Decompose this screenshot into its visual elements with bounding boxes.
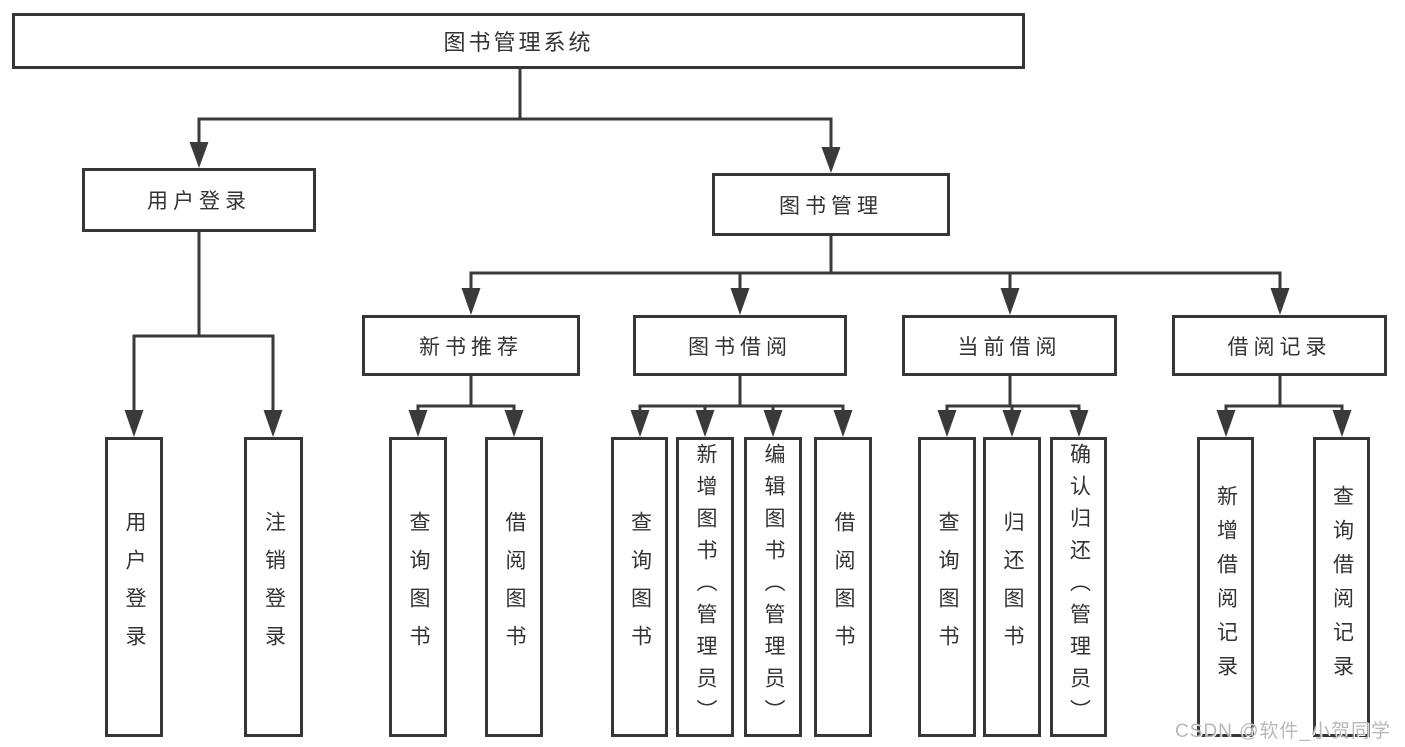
node-user-login: 用户登录 xyxy=(82,168,316,232)
leaf-query-borrow-record: 查询借阅记录 xyxy=(1313,437,1370,737)
node-label: 新书推荐 xyxy=(419,335,523,359)
connector-book-mgmt-to-level3 xyxy=(461,236,1290,315)
node-book-management: 图书管理 xyxy=(712,173,950,236)
node-new-book-recommend: 新书推荐 xyxy=(362,315,580,376)
leaf-add-book-admin: 新增图书（管理员） xyxy=(676,437,734,737)
connector-book-borrow-to-leaves xyxy=(630,376,853,437)
node-current-borrow: 当前借阅 xyxy=(902,315,1117,376)
leaf-borrow-books-recommend: 借阅图书 xyxy=(485,437,543,737)
node-label: 借阅图书 xyxy=(832,511,855,663)
leaf-confirm-return-admin: 确认归还（管理员） xyxy=(1050,437,1107,737)
node-book-borrow: 图书借阅 xyxy=(633,315,847,376)
node-label: 查询图书 xyxy=(407,511,430,663)
node-root: 图书管理系统 xyxy=(12,13,1025,69)
node-label: 新增图书（管理员） xyxy=(694,443,717,731)
node-label: 新增借阅记录 xyxy=(1214,485,1238,689)
node-label: 图书借阅 xyxy=(688,335,792,359)
node-label: 用户登录 xyxy=(123,511,146,663)
leaf-add-borrow-record: 新增借阅记录 xyxy=(1197,437,1254,737)
leaf-user-login: 用户登录 xyxy=(105,437,163,737)
node-label: 图书管理系统 xyxy=(443,30,594,55)
leaf-borrow-books: 借阅图书 xyxy=(814,437,872,737)
leaf-query-books-current: 查询图书 xyxy=(918,437,976,737)
leaf-edit-book-admin: 编辑图书（管理员） xyxy=(744,437,802,737)
node-label: 查询图书 xyxy=(936,511,959,663)
connector-root-to-level2 xyxy=(189,69,841,173)
node-label: 查询借阅记录 xyxy=(1330,485,1354,689)
connector-borrow-records-to-leaves xyxy=(1216,376,1352,437)
connector-new-book-to-leaves xyxy=(408,376,524,437)
node-label: 查询图书 xyxy=(628,511,652,663)
leaf-query-books-borrow: 查询图书 xyxy=(611,437,668,737)
connector-current-borrow-to-leaves xyxy=(937,376,1089,437)
node-label: 归还图书 xyxy=(1001,511,1024,663)
node-label: 注销登录 xyxy=(262,511,286,663)
watermark-text: CSDN @软件_小贺同学 xyxy=(1175,721,1391,742)
node-label: 借阅记录 xyxy=(1227,335,1332,359)
node-label: 当前借阅 xyxy=(957,335,1062,359)
node-label: 借阅图书 xyxy=(503,511,526,663)
leaf-logout: 注销登录 xyxy=(244,437,303,737)
node-borrow-records: 借阅记录 xyxy=(1172,315,1387,376)
leaf-query-books-recommend: 查询图书 xyxy=(389,437,447,737)
node-label: 图书管理 xyxy=(779,194,883,218)
leaf-return-book: 归还图书 xyxy=(983,437,1041,737)
node-label: 编辑图书（管理员） xyxy=(762,443,785,731)
node-label: 用户登录 xyxy=(147,190,251,213)
connector-user-login-to-leaves xyxy=(124,232,283,437)
node-label: 确认归还（管理员） xyxy=(1067,443,1091,731)
